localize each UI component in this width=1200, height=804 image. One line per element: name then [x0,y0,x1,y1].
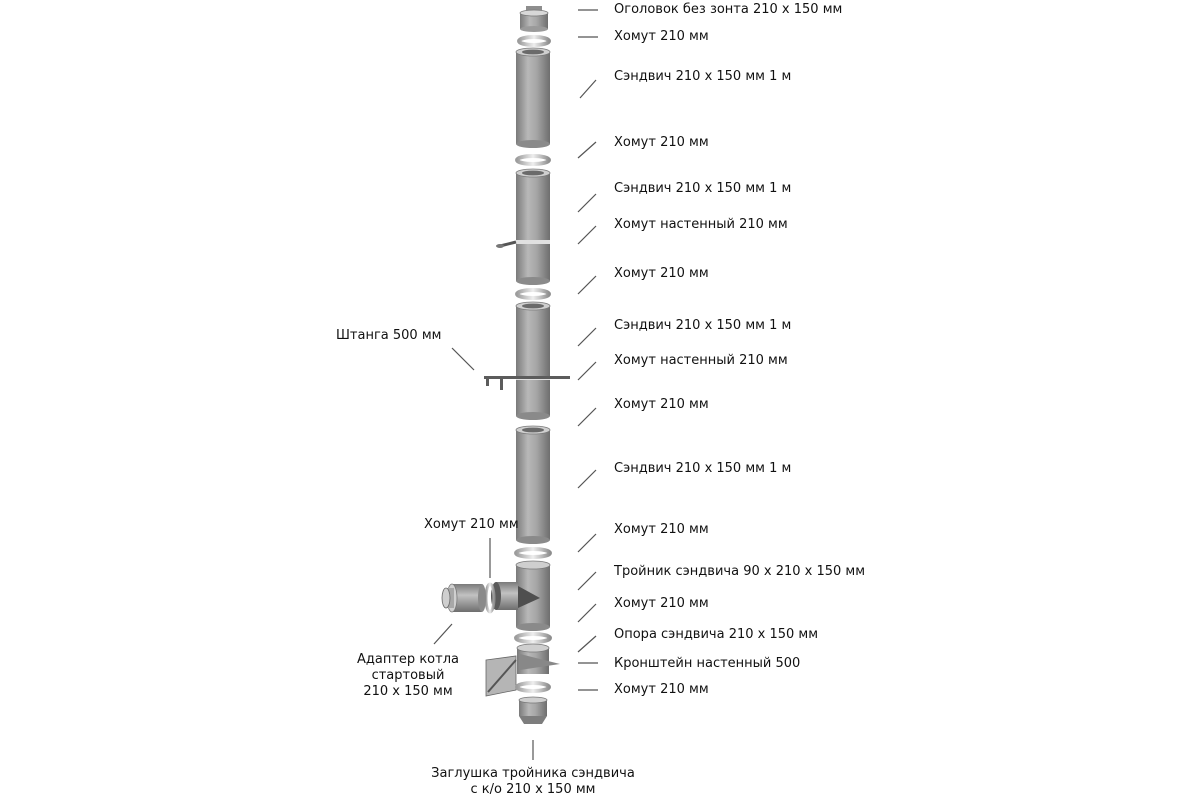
label-adapter-line2: стартовый [371,668,445,683]
chimney-cap [519,6,549,32]
label-tee: Тройник сэндвича 90 x 210 x 150 мм [614,564,866,579]
leader-line [577,603,597,623]
label-clamp: Хомут 210 мм [614,135,709,150]
leader-line [577,141,597,159]
leader-line [579,79,597,99]
label-plug-line2: с к/о 210 x 150 мм [470,782,596,797]
leader-line [577,635,597,653]
sandwich-pipe-4 [515,425,551,544]
leader-line [451,347,475,371]
leader-line [577,361,597,381]
label-cap: Оголовок без зонта 210 x 150 мм [614,2,843,17]
label-clamp: Хомут 210 мм [614,29,709,44]
clamp-ring [515,288,551,300]
label-plug: Заглушка тройника сэндвича с к/о 210 x 1… [418,766,648,798]
clamp-ring [517,35,551,47]
label-rod: Штанга 500 мм [336,328,442,343]
sandwich-pipe-1 [515,47,551,148]
leader-line [577,407,597,427]
leader-lines [433,9,598,760]
sandwich-tee [491,560,551,631]
label-sandwich: Сэндвич 210 x 150 мм 1 м [614,181,792,196]
leader-line [577,225,597,245]
label-bracket: Кронштейн настенный 500 [614,656,801,671]
clamp-ring [515,681,551,693]
label-clamp: Хомут 210 мм [614,596,709,611]
label-clamp: Хомут 210 мм [614,522,709,537]
label-plug-line1: Заглушка тройника сэндвича [431,766,635,781]
label-support: Опора сэндвича 210 x 150 мм [614,627,819,642]
wall-rod [484,376,570,390]
label-adapter-line3: 210 x 150 мм [363,684,453,699]
label-wall-clamp: Хомут настенный 210 мм [614,353,788,368]
clamp-ring [515,154,551,166]
leader-line [577,275,597,295]
label-clamp: Хомут 210 мм [614,266,709,281]
sandwich-pipe-3 [515,301,551,420]
leader-line [433,623,453,645]
label-clamp: Хомут 210 мм [614,682,709,697]
leader-line [577,571,597,591]
label-side-clamp: Хомут 210 мм [424,517,519,532]
leader-line [577,327,597,347]
label-wall-clamp: Хомут настенный 210 мм [614,217,788,232]
leader-line [577,469,597,489]
label-adapter-line1: Адаптер котла [357,652,459,667]
sandwich-support [516,643,560,674]
wall-bracket [485,655,517,697]
label-sandwich: Сэндвич 210 x 150 мм 1 м [614,318,792,333]
label-clamp: Хомут 210 мм [614,397,709,412]
sandwich-pipe-2 [496,168,551,285]
boiler-adapter [441,583,486,613]
label-sandwich: Сэндвич 210 x 150 мм 1 м [614,69,792,84]
leader-line [577,533,597,553]
clamp-ring [514,632,552,644]
clamp-ring [514,547,552,559]
label-sandwich: Сэндвич 210 x 150 мм 1 м [614,461,792,476]
tee-plug [518,696,548,724]
leader-line [577,193,597,213]
side-clamp-ring [484,582,496,614]
label-adapter: Адаптер котла стартовый 210 x 150 мм [348,652,468,700]
